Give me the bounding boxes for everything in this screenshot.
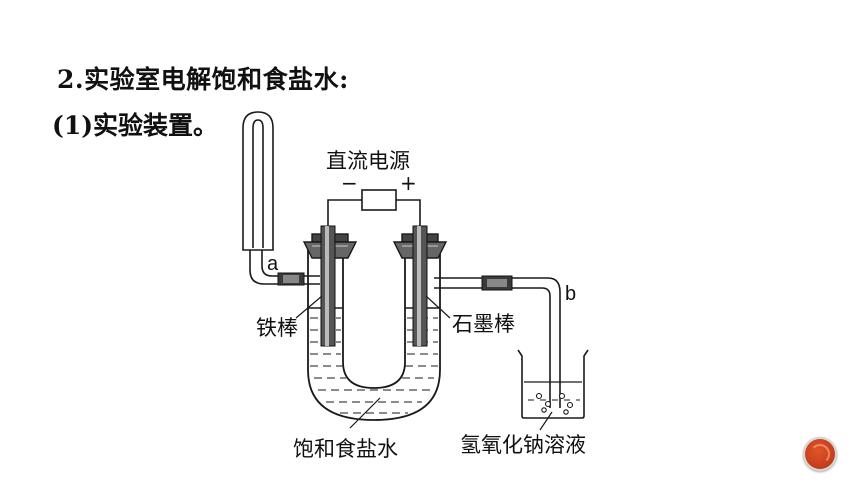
negative-terminal-symbol: − [341,171,358,195]
u-tube [307,250,441,421]
dc-power-source [361,189,397,211]
right-rubber-connector [481,275,513,291]
section-subtitle: (1)实验装置。 [52,111,219,140]
leader-lines [295,295,553,431]
iron-rod-electrode [320,225,336,347]
port-b-label: b [565,283,576,305]
beaker [517,349,589,419]
swirl-icon [810,444,830,464]
graphite-rod-label: 石墨棒 [452,312,515,336]
graphite-rod-electrode [412,225,428,347]
positive-terminal-symbol: + [400,171,417,195]
page-title: 2.实验室电解饱和食盐水: [57,65,349,94]
brine-label: 饱和食盐水 [293,437,398,461]
power-source-label: 直流电源 [326,149,410,173]
test-tube [242,111,274,251]
port-a-label: a [267,253,279,275]
naoh-solution-label: 氢氧化钠溶液 [460,433,586,457]
gas-bubbles [535,392,574,415]
iron-rod-label: 铁棒 [256,316,298,340]
left-rubber-connector [277,272,305,286]
right-delivery-tube [434,277,561,408]
slide-nav-button[interactable] [803,437,837,471]
left-delivery-tube [249,250,320,285]
circuit-wires [327,199,421,226]
